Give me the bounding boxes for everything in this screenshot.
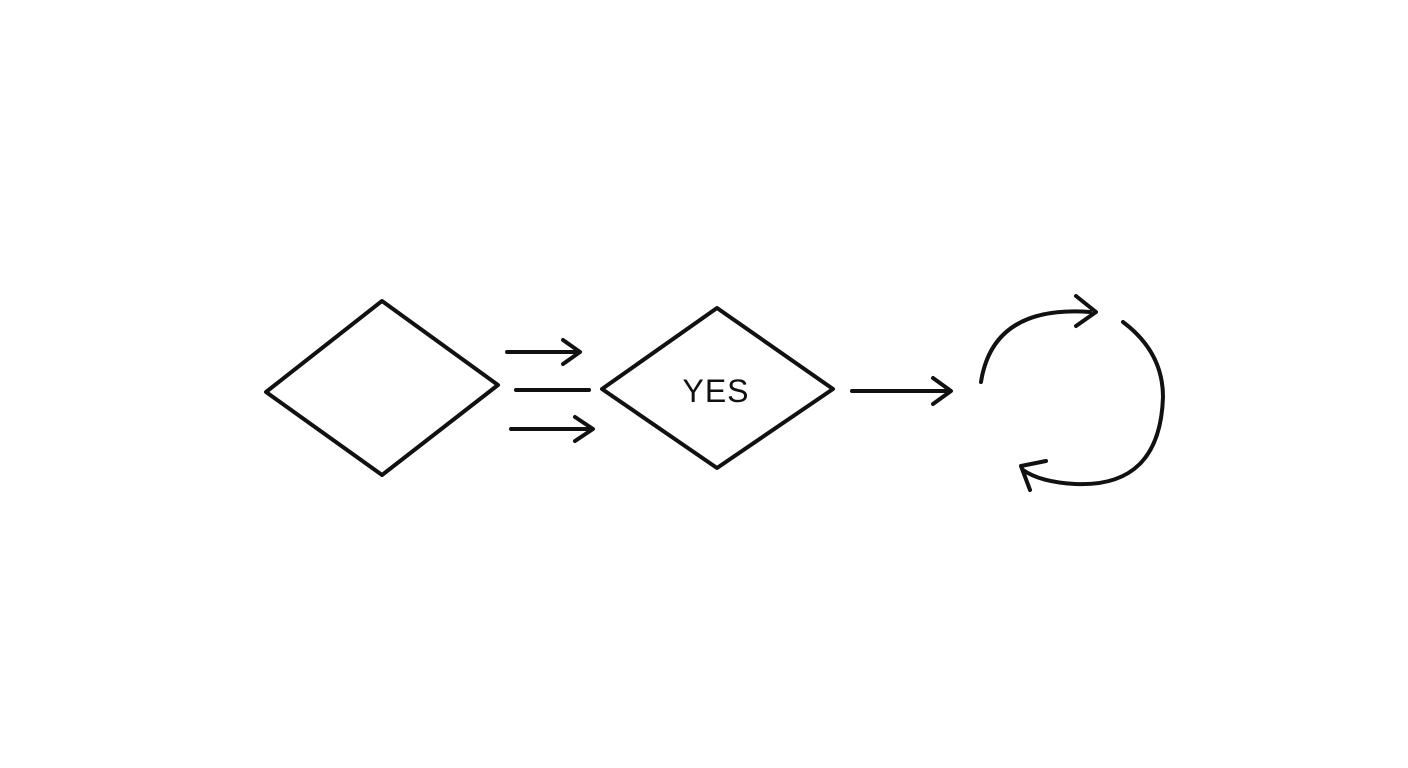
loop-arrow-lower	[1019, 320, 1165, 492]
connector-arrow-top	[505, 338, 582, 366]
loop-cycle-icon	[979, 294, 1165, 492]
diamond-shape	[264, 299, 500, 477]
diamond-label: YES	[682, 373, 749, 409]
decision-diamond-yes: YES	[600, 306, 835, 470]
connector-arrow-to-loop	[850, 376, 953, 406]
connector-arrow-bottom	[509, 415, 595, 443]
triple-connector	[505, 338, 595, 443]
diamond-shape	[600, 306, 835, 470]
decision-diamond-empty	[264, 299, 500, 477]
loop-arrow-upper	[979, 294, 1098, 384]
